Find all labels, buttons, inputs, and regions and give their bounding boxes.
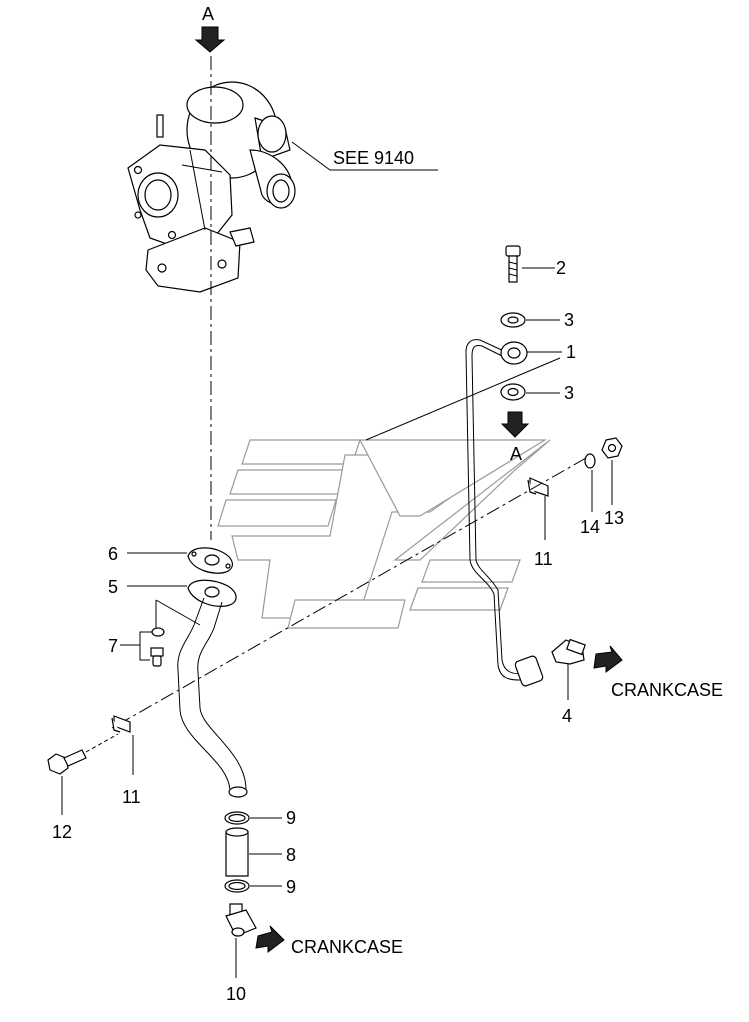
tee-fitting (225, 903, 257, 937)
centerline-diagonal (111, 457, 587, 729)
part-3-label-bottom: 3 (564, 383, 574, 403)
part-14-label: 14 (580, 517, 600, 537)
oil-feed-pipe (465, 339, 544, 687)
part-4-label: 4 (562, 706, 572, 726)
hose (225, 827, 249, 877)
part-13-label: 13 (604, 508, 624, 528)
view-arrow-a-top (194, 26, 226, 53)
leader-misc (365, 357, 561, 441)
watermark-logo (217, 439, 551, 629)
part-5-label: 5 (108, 577, 118, 597)
hex-bolt (47, 749, 87, 775)
nut (601, 437, 623, 459)
see-ref-leader (291, 141, 438, 171)
part-2-label: 2 (556, 258, 566, 278)
view-arrow-a-top-label: A (202, 4, 214, 24)
crankcase-arrow-right (593, 645, 623, 673)
part-11-label-left: 11 (122, 787, 141, 807)
part-1-label: 1 (566, 342, 576, 362)
elbow-fitting (551, 638, 586, 665)
lock-washer (584, 453, 596, 469)
part-3-label-top: 3 (564, 310, 574, 330)
part-9-label-bottom: 9 (286, 877, 296, 897)
part-8-label: 8 (286, 845, 296, 865)
part-6-label: 6 (108, 544, 118, 564)
part-11-label-right: 11 (534, 549, 553, 569)
pipe-clip-right (527, 477, 549, 497)
part-9-label-top: 9 (286, 808, 296, 828)
part-7-label: 7 (108, 636, 118, 656)
fitting-bolt (150, 647, 164, 667)
part-12-label: 12 (52, 822, 72, 842)
fitting-nut (151, 627, 165, 637)
hose-clamp-top (224, 811, 250, 825)
view-arrow-a-mid (500, 411, 530, 438)
part-10-label: 10 (226, 984, 246, 1004)
crankcase-label-bottom: CRANKCASE (291, 937, 403, 957)
see-ref-label: SEE 9140 (333, 148, 414, 168)
oil-return-pipe (177, 579, 248, 798)
banjo-bolt (505, 245, 521, 283)
pipe-clip-left (111, 715, 131, 733)
crankcase-label-right: CRANKCASE (611, 680, 723, 700)
turbocharger (127, 81, 296, 293)
view-arrow-a-mid-label: A (510, 444, 522, 464)
gasket (187, 547, 233, 574)
crankcase-arrow-bottom (255, 925, 285, 953)
hose-clamp-bottom (224, 879, 250, 893)
